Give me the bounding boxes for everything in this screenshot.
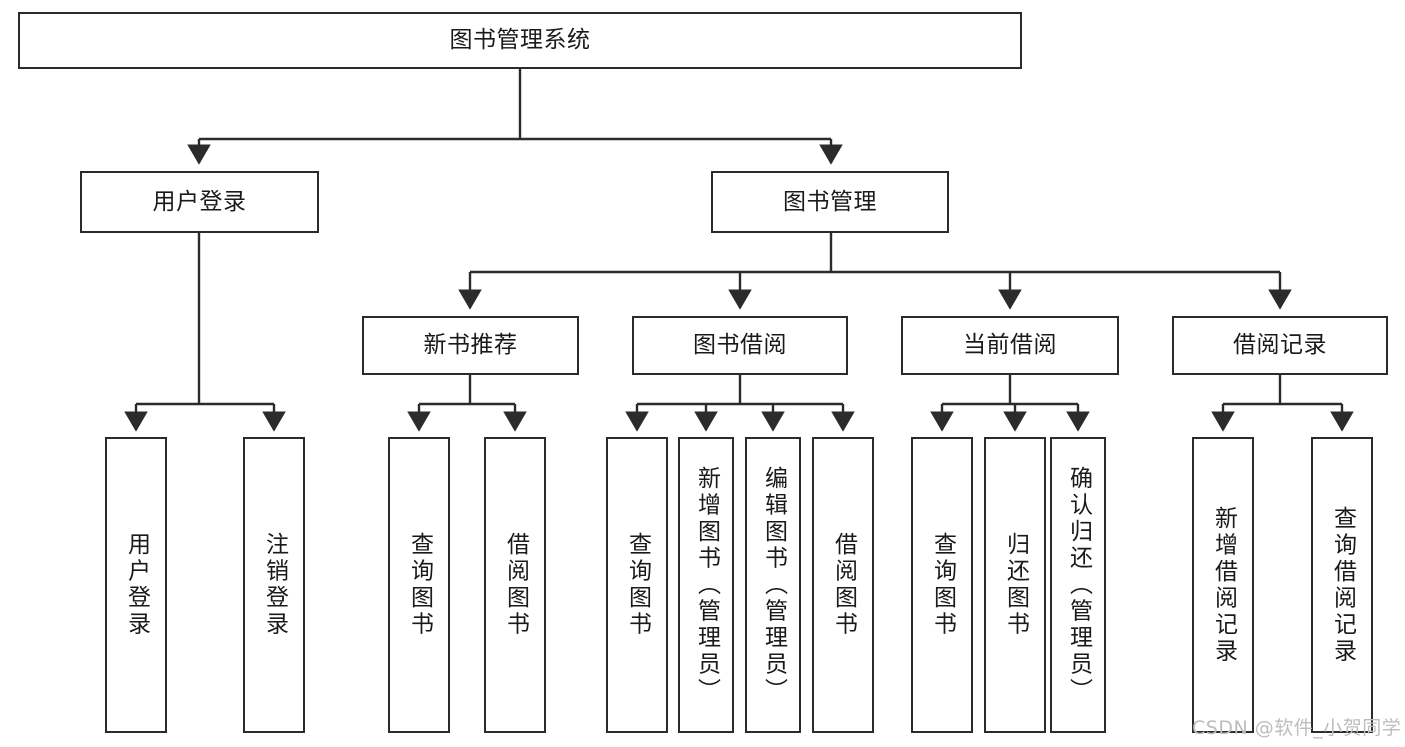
leaf-confirm-return-admin[interactable]: 确认归还（管理员）	[1050, 437, 1106, 733]
leaf-query-book-2[interactable]: 查询图书	[606, 437, 668, 733]
node-new-book-recommend[interactable]: 新书推荐	[362, 316, 579, 375]
node-borrow-record-label: 借阅记录	[1233, 332, 1327, 358]
leaf-query-book-3[interactable]: 查询图书	[911, 437, 973, 733]
leaf-borrow-book-2[interactable]: 借阅图书	[812, 437, 874, 733]
leaf-borrow-book-1[interactable]: 借阅图书	[484, 437, 546, 733]
leaf-query-book-2-label: 查询图书	[624, 532, 651, 638]
node-root[interactable]: 图书管理系统	[18, 12, 1022, 69]
leaf-query-book-1-label: 查询图书	[406, 532, 433, 638]
leaf-return-book[interactable]: 归还图书	[984, 437, 1046, 733]
leaf-query-book-1[interactable]: 查询图书	[388, 437, 450, 733]
node-user-login-label: 用户登录	[152, 188, 247, 215]
leaf-add-borrow-record-label: 新增借阅记录	[1210, 505, 1237, 665]
node-book-manage[interactable]: 图书管理	[711, 171, 949, 233]
leaf-borrow-book-1-label: 借阅图书	[502, 532, 529, 638]
node-user-login[interactable]: 用户登录	[80, 171, 319, 233]
node-current-borrow-label: 当前借阅	[963, 332, 1057, 358]
leaf-borrow-book-2-label: 借阅图书	[830, 532, 857, 638]
leaf-add-book-admin[interactable]: 新增图书（管理员）	[678, 437, 734, 733]
leaf-query-borrow-record-label: 查询借阅记录	[1329, 505, 1356, 665]
leaf-logout-label: 注销登录	[261, 532, 288, 638]
node-root-label: 图书管理系统	[449, 27, 591, 53]
leaf-user-login[interactable]: 用户登录	[105, 437, 167, 733]
leaf-confirm-return-admin-label: 确认归还（管理员）	[1065, 465, 1092, 705]
leaf-edit-book-admin[interactable]: 编辑图书（管理员）	[745, 437, 801, 733]
node-book-borrow[interactable]: 图书借阅	[632, 316, 848, 375]
leaf-logout[interactable]: 注销登录	[243, 437, 305, 733]
leaf-add-borrow-record[interactable]: 新增借阅记录	[1192, 437, 1254, 733]
leaf-return-book-label: 归还图书	[1002, 532, 1029, 638]
leaf-user-login-label: 用户登录	[123, 532, 150, 638]
leaf-add-book-admin-label: 新增图书（管理员）	[693, 465, 720, 705]
node-book-borrow-label: 图书借阅	[693, 332, 787, 358]
node-current-borrow[interactable]: 当前借阅	[901, 316, 1119, 375]
leaf-edit-book-admin-label: 编辑图书（管理员）	[760, 465, 787, 705]
node-new-book-recommend-label: 新书推荐	[423, 332, 518, 358]
node-book-manage-label: 图书管理	[783, 188, 877, 215]
node-borrow-record[interactable]: 借阅记录	[1172, 316, 1388, 375]
leaf-query-book-3-label: 查询图书	[929, 532, 956, 638]
leaf-query-borrow-record[interactable]: 查询借阅记录	[1311, 437, 1373, 733]
